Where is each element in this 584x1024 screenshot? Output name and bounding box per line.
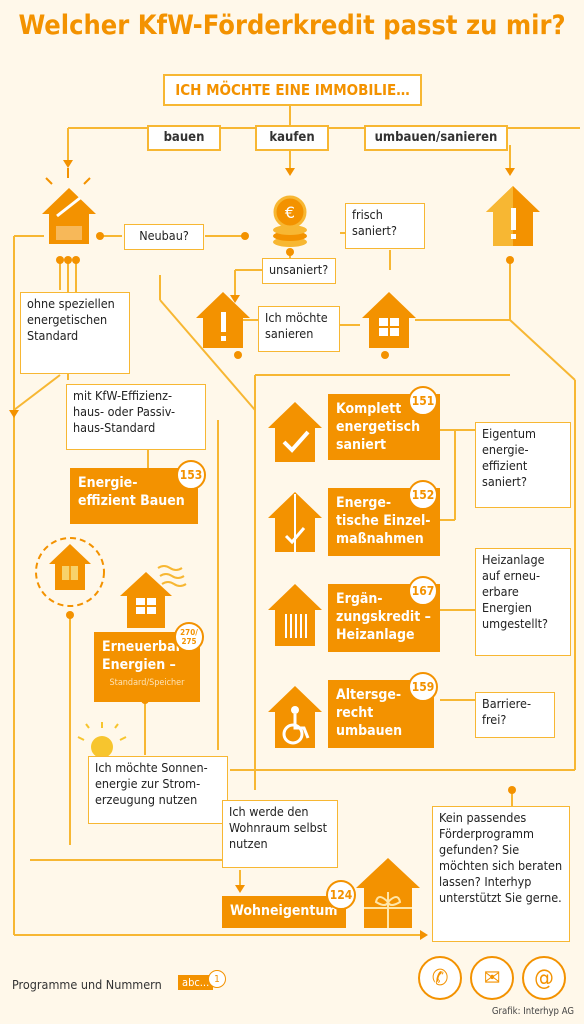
at-icon[interactable]: @ [522, 956, 566, 1000]
svg-text:€: € [285, 203, 295, 222]
program-152[interactable]: Energe-tische Einzel-maßnahmen [328, 488, 440, 556]
option-bauen[interactable]: bauen [147, 125, 221, 151]
phone-icon[interactable]: ✆ [418, 956, 462, 1000]
header-box: ICH MÖCHTE EINE IMMOBILIE… [163, 74, 422, 106]
program-159[interactable]: Altersge-recht umbauen [328, 680, 434, 748]
program-sub: Standard/Speicher [109, 678, 185, 688]
question-no-program: Kein passendes Förderprogramm gefunden? … [432, 806, 570, 942]
badge-151: 151 [408, 386, 438, 416]
program-label: Komplett energetisch saniert [336, 401, 421, 453]
badge-124: 124 [326, 880, 356, 910]
question-heizanlage: Heizanlage auf erneu-erbare Energien umg… [475, 548, 571, 656]
badge-167: 167 [408, 576, 438, 606]
badge-152: 152 [408, 480, 438, 510]
question-no-standard: ohne speziellen energetischen Standard [20, 292, 130, 374]
question-neubau: Neubau? [124, 224, 204, 250]
credit: Grafik: Interhyp AG [491, 1006, 574, 1017]
question-selbst-nutzen: Ich werde den Wohnraum selbst nutzen [222, 800, 338, 868]
program-label: Ergän-zungskredit – Heizanlage [336, 591, 431, 643]
question-sonnenenergie: Ich möchte Sonnen-energie zur Strom-erze… [88, 756, 228, 824]
question-frisch-saniert: frisch saniert? [345, 203, 425, 249]
program-label: Wohneigentum [230, 903, 338, 919]
program-label: Erneuerbare Energien – [102, 639, 191, 673]
program-124[interactable]: Wohneigentum [222, 896, 346, 928]
question-sanieren: Ich möchte sanieren [258, 306, 340, 352]
legend-text: Programme und Nummern [12, 977, 162, 992]
badge-153: 153 [176, 460, 206, 490]
question-unsaniert: unsaniert? [262, 258, 336, 284]
question-barrierefrei: Barriere-frei? [475, 692, 555, 738]
program-label: Altersge-recht umbauen [336, 687, 403, 739]
mail-icon[interactable]: ✉ [470, 956, 514, 1000]
question-eigentum: Eigentum energie-effizient saniert? [475, 422, 571, 508]
page-title: Welcher KfW-Förderkredit passt zu mir? [18, 10, 566, 41]
question-kfw-standard: mit KfW-Effizienz-haus- oder Passiv-haus… [66, 384, 206, 450]
option-umbauen[interactable]: umbauen/sanieren [364, 125, 508, 151]
program-label: Energie-effizient Bauen [78, 475, 185, 509]
legend-tag: abc... [178, 975, 214, 990]
program-label: Energe-tische Einzel-maßnahmen [336, 495, 431, 547]
badge-270: 270/ 275 [174, 622, 204, 652]
badge-159: 159 [408, 672, 438, 702]
option-kaufen[interactable]: kaufen [255, 125, 329, 151]
legend-number: 1 [208, 970, 226, 988]
